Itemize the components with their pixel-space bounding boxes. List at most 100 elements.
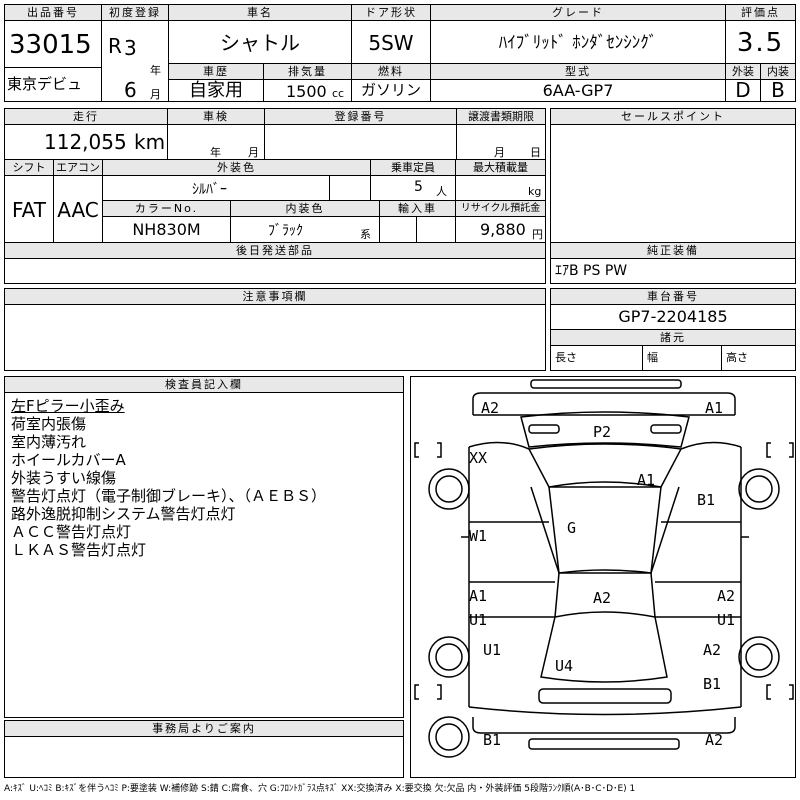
damage-b1-right: B1 <box>697 491 716 509</box>
colorno-label: カラーNo. <box>102 200 231 217</box>
month-unit: 月 <box>150 88 161 101</box>
interior-label: 内装色 <box>230 200 380 217</box>
damage-u1-left: U1 <box>469 611 488 629</box>
note-line: 左Fピラー小歪み <box>11 397 125 415</box>
colorno: NH830M <box>102 216 231 243</box>
chassis-number: GP7-2204185 <box>550 304 796 330</box>
note-line: 室内薄汚れ <box>11 433 87 451</box>
transfer-month: 月 <box>494 146 505 159</box>
length: 長さ <box>550 345 643 371</box>
note-line: 警告灯点灯（電子制御ブレーキ）、（ＡＥＢＳ） <box>11 487 327 505</box>
car-diagram: A2 A1 P2 XX A1 B1 G W1 A1 A2 A2 U1 U1 U1… <box>410 376 796 778</box>
year-unit: 年 <box>150 64 161 77</box>
legend: A:ｷｽﾞ U:ﾍｺﾐ B:ｷｽﾞを伴うﾍｺﾐ P:要塗装 W:補修跡 S:錆 … <box>4 784 636 794</box>
damage-a2-center: A2 <box>593 589 612 607</box>
damage-b1-bottom-left: B1 <box>483 731 502 749</box>
damage-a2-rear-right: A2 <box>703 641 722 659</box>
insp-year: 年 <box>210 146 221 159</box>
equip-label: 純正装備 <box>550 242 796 259</box>
damage-a2-front-left: A2 <box>481 399 500 417</box>
note-line: ＡＣＣ警告灯点灯 <box>11 523 132 541</box>
import-label: 輸入車 <box>379 200 456 217</box>
ext-label: 外装 <box>725 63 761 80</box>
capacity-unit: 人 <box>436 185 447 198</box>
damage-p2: P2 <box>593 423 612 441</box>
ac-label: エアコン <box>53 159 103 176</box>
lot-number: 33015 <box>4 20 102 68</box>
door-label: ドア形状 <box>351 4 431 21</box>
equipment: ｴｱB PS PW <box>550 258 796 284</box>
score: 3.5 <box>725 20 796 64</box>
shift-label: シフト <box>4 159 54 176</box>
office-label: 事務局よりご案内 <box>4 720 404 737</box>
displacement: 1500 <box>286 82 327 101</box>
notes-label: 注意事項欄 <box>4 288 546 305</box>
note-line: ホイールカバーA <box>11 451 126 469</box>
debut-label: 東京デビュ <box>4 67 102 102</box>
damage-b1-rear-right: B1 <box>703 675 722 693</box>
grade: ﾊｲﾌﾞﾘｯﾄﾞ ﾎﾝﾀﾞｾﾝｼﾝｸﾞ <box>430 20 726 64</box>
name-label: 車名 <box>168 4 352 21</box>
model-label: 型式 <box>430 63 726 80</box>
load-label: 最大積載量 <box>455 159 546 176</box>
transfer-day: 日 <box>530 146 541 159</box>
notes-box <box>4 304 546 371</box>
mileage-unit: km <box>134 130 166 154</box>
width: 幅 <box>642 345 722 371</box>
load-unit: kg <box>528 185 542 198</box>
interior-cell <box>230 216 380 243</box>
damage-a1-left: A1 <box>469 587 488 605</box>
color-label: 外装色 <box>102 159 371 176</box>
later-label: 後日発送部品 <box>4 242 546 259</box>
car-name: シャトル <box>168 20 352 64</box>
reg-year: 3 <box>124 36 137 60</box>
regno-cell <box>264 124 457 160</box>
recycle-label: リサイクル預託金 <box>455 200 546 217</box>
capacity: 5 <box>414 179 423 195</box>
mileage: 112,055 <box>44 130 127 154</box>
first-reg-label: 初度登録 <box>101 4 169 21</box>
capacity-label: 乗車定員 <box>370 159 456 176</box>
score-label: 評価点 <box>725 4 796 21</box>
note-line: ＬＫＡＳ警告灯点灯 <box>11 541 147 559</box>
sales-label: セールスポイント <box>550 108 796 125</box>
history-label: 車歴 <box>168 63 264 80</box>
damage-g: G <box>567 519 577 537</box>
damage-u1-right: U1 <box>717 611 736 629</box>
insp-month: 月 <box>248 146 259 159</box>
displacement-label: 排気量 <box>263 63 352 80</box>
color-extra <box>329 175 371 201</box>
sales-point <box>550 124 796 243</box>
damage-xx: XX <box>469 449 488 467</box>
fuel-label: 燃料 <box>351 63 431 80</box>
mileage-label: 走行 <box>4 108 168 125</box>
lot-label: 出品番号 <box>4 4 102 21</box>
damage-a1-roof: A1 <box>637 471 656 489</box>
damage-a1-front-right: A1 <box>705 399 724 417</box>
grade-label: グレード <box>430 4 726 21</box>
damage-a2-bottom-right: A2 <box>705 731 724 749</box>
inspector-notes: 左Fピラー小歪み 荷室内張傷 室内薄汚れ ホイールカバーA 外装うすい線傷 警告… <box>4 392 404 718</box>
inspection-label: 車検 <box>167 108 265 125</box>
damage-u1-rear-left: U1 <box>483 641 502 659</box>
int-label: 内装 <box>760 63 796 80</box>
fuel: ガソリン <box>351 79 431 102</box>
era: R <box>108 34 122 58</box>
reg-month: 6 <box>124 78 137 102</box>
color: ｼﾙﾊﾞｰ <box>192 182 227 198</box>
shift: FAT <box>4 175 54 243</box>
inspector-label: 検査員記入欄 <box>4 376 404 393</box>
dims-label: 諸元 <box>550 329 796 346</box>
car-outline <box>414 379 794 758</box>
top-block: 出品番号 33015 東京デビュ 初度登録 R 3 年 6 月 車名 シャトル … <box>4 4 796 102</box>
mid-block: 走行 112,055 km 車検 年 月 登録番号 譲渡書類期限 月 日 シフト… <box>4 108 796 284</box>
interior: ﾌﾞﾗｯｸ <box>268 223 303 239</box>
chassis-label: 車台番号 <box>550 288 796 305</box>
note-line: 路外逸脱抑制システム警告灯点灯 <box>11 505 236 523</box>
door-type: 5SW <box>351 20 431 64</box>
damage-u4: U4 <box>555 657 574 675</box>
later-parts <box>4 258 546 284</box>
import-b <box>416 216 456 243</box>
model: 6AA-GP7 <box>430 79 726 102</box>
note-line: 荷室内張傷 <box>11 415 87 433</box>
